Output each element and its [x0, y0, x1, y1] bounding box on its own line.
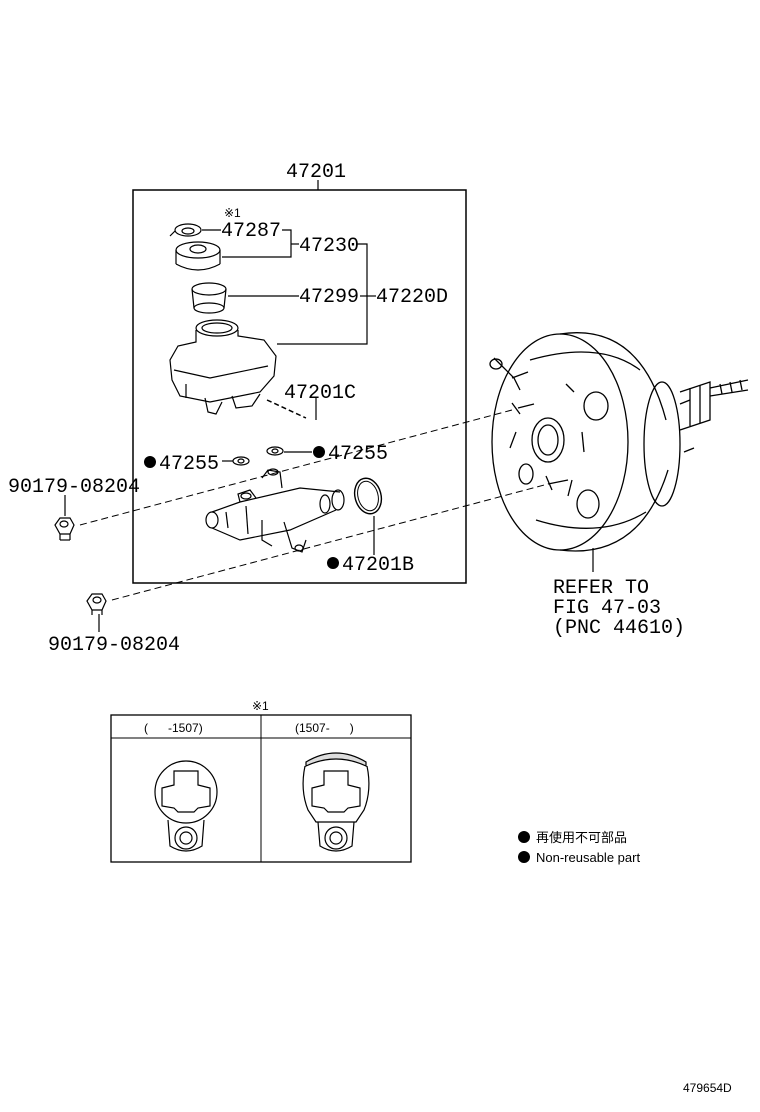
label-refer-3: (PNC 44610) — [553, 617, 685, 640]
label-refer-1: REFER TO — [553, 577, 649, 600]
grommet-left-icon — [232, 456, 250, 466]
label-nut-lower: 90179-08204 — [48, 634, 180, 657]
label-47287: 47287 — [221, 220, 281, 243]
o-ring-inner — [357, 480, 379, 512]
legend-line-2: Non-reusable part — [536, 850, 640, 865]
strainer-icon — [191, 282, 227, 314]
nonreusable-mark-47201B — [327, 557, 339, 569]
inset-col2-header: (1507- ) — [295, 721, 354, 735]
nut-lower-icon — [86, 593, 107, 615]
label-nut-upper: 90179-08204 — [8, 476, 140, 499]
label-47201: 47201 — [286, 161, 346, 184]
label-47201B: 47201B — [342, 554, 414, 577]
clip-47287-icon — [169, 223, 202, 237]
label-47255-left: 47255 — [159, 453, 219, 476]
o-ring-icon — [353, 477, 383, 515]
nonreusable-mark-47255-right — [313, 446, 325, 458]
label-refer-2: FIG 47-03 — [553, 597, 661, 620]
inset-col1-header: ( -1507) — [144, 721, 203, 735]
reservoir-icon — [169, 319, 277, 415]
label-47255-right: 47255 — [328, 443, 388, 466]
grommet-right-icon — [266, 446, 284, 456]
dash-line-upper — [79, 409, 513, 526]
clip-old-icon — [154, 760, 218, 852]
legend-dot-1 — [518, 831, 530, 843]
label-47230: 47230 — [299, 235, 359, 258]
pin-47201C-icon — [266, 399, 307, 419]
assembly-box — [132, 189, 467, 584]
dash-line-lower — [111, 483, 549, 601]
label-mark1: ※1 — [224, 206, 241, 220]
label-47220D: 47220D — [376, 286, 448, 309]
legend-line-1: 再使用不可部品 — [536, 830, 627, 845]
brake-booster-icon — [489, 332, 749, 552]
label-47299: 47299 — [299, 286, 359, 309]
reservoir-cap-icon — [175, 241, 221, 271]
master-cylinder-icon — [205, 468, 345, 553]
leader-47220D-vert — [277, 243, 368, 345]
inset-mark: ※1 — [252, 699, 269, 713]
figure-id: 479654D — [683, 1081, 732, 1095]
clip-new-icon — [302, 752, 370, 852]
label-47201C: 47201C — [284, 382, 356, 405]
nonreusable-mark-47255-left — [144, 456, 156, 468]
nut-upper-icon — [54, 517, 75, 541]
legend-dot-2 — [518, 851, 530, 863]
